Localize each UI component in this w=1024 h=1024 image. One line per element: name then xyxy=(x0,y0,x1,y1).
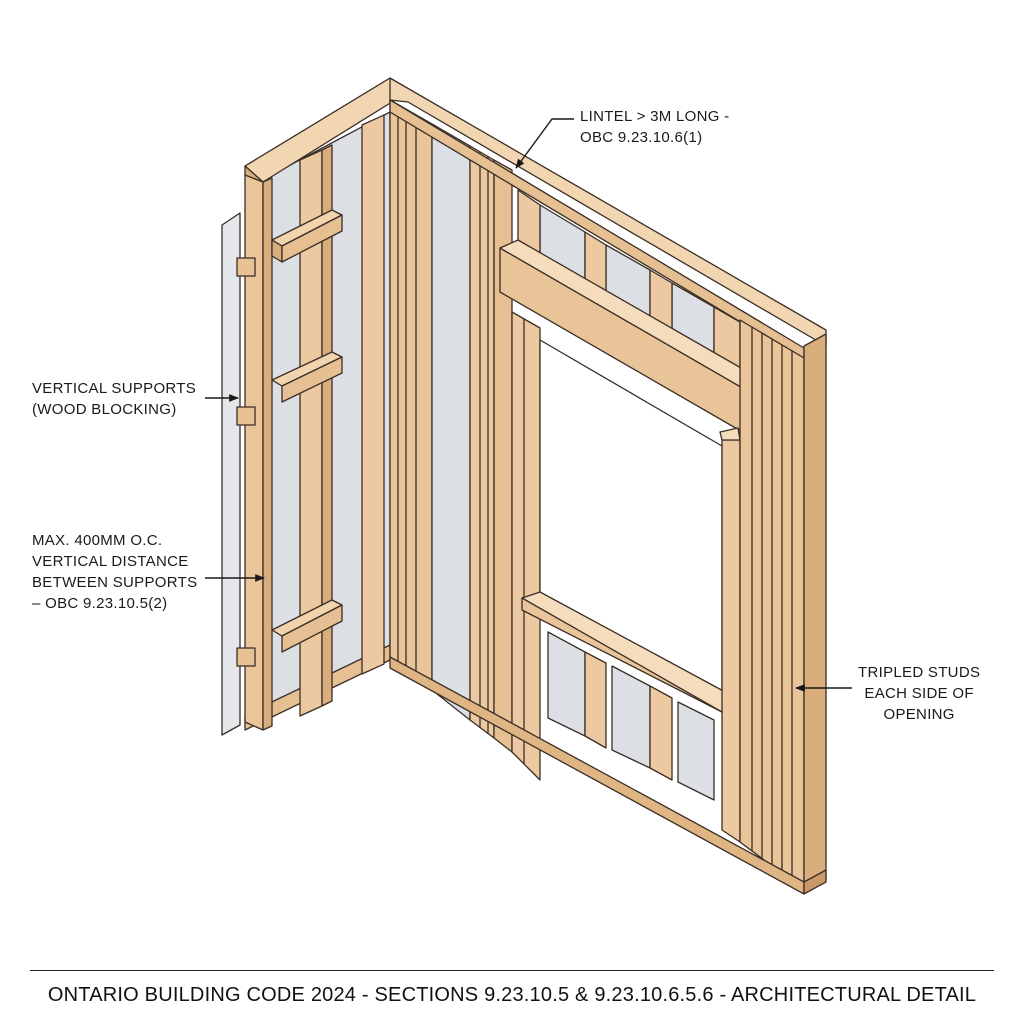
right-jack-stud xyxy=(721,439,741,843)
main-bottom-plate-end xyxy=(803,869,827,895)
left-jack-stud xyxy=(511,311,541,781)
right-jack-top xyxy=(719,427,741,441)
lintel-callout-line-1: LINTEL > 3M LONG - xyxy=(580,108,730,125)
main-top-plate xyxy=(389,77,827,347)
wood-blocking-lower-front xyxy=(281,604,343,653)
vertical-supports-line-2: (WOOD BLOCKING) xyxy=(32,401,177,418)
lower-bay-1 xyxy=(547,631,586,737)
end-post-face xyxy=(803,333,827,891)
wood-blocking-upper-front xyxy=(281,214,343,263)
left-inner-stud xyxy=(361,114,385,675)
sheathing-panel xyxy=(221,212,241,736)
lintel-callout: LINTEL > 3M LONG - OBC 9.23.10.6(1) xyxy=(580,106,729,148)
max-spacing-callout: MAX. 400MM O.C. VERTICAL DISTANCE BETWEE… xyxy=(32,530,197,614)
corner-post xyxy=(389,99,433,691)
block-stub-2 xyxy=(236,406,256,426)
wood-blocking-middle-front xyxy=(281,356,343,403)
lower-cripple-2 xyxy=(649,685,673,781)
lower-bay-2 xyxy=(611,665,651,769)
tripled-studs-line-1: TRIPLED STUDS xyxy=(858,664,981,681)
max-spacing-line-1: MAX. 400MM O.C. xyxy=(32,532,163,549)
tripled-studs-line-2: EACH SIDE OF xyxy=(864,685,974,702)
lower-bay-3 xyxy=(677,701,715,801)
footer-divider xyxy=(30,970,994,971)
block-stub-3 xyxy=(236,647,256,667)
left-middle-stud-side xyxy=(321,144,333,707)
lintel-leader xyxy=(515,118,574,169)
main-wall xyxy=(389,77,827,895)
max-spacing-line-3: BETWEEN SUPPORTS xyxy=(32,574,198,591)
lower-cripple-1 xyxy=(584,651,607,749)
left-end-stud-side xyxy=(262,177,273,731)
lintel-callout-line-2: OBC 9.23.10.6(1) xyxy=(580,129,703,146)
left-return-wall xyxy=(221,77,409,736)
tripled-studs-line-3: OPENING xyxy=(883,706,955,723)
vertical-supports-line-1: VERTICAL SUPPORTS xyxy=(32,380,197,397)
block-stub-1 xyxy=(236,257,256,277)
max-spacing-line-2: VERTICAL DISTANCE xyxy=(32,553,189,570)
tripled-studs-callout: TRIPLED STUDS EACH SIDE OF OPENING xyxy=(858,662,980,725)
max-spacing-line-4: – OBC 9.23.10.5(2) xyxy=(32,595,168,612)
footer-title: ONTARIO BUILDING CODE 2024 - SECTIONS 9.… xyxy=(47,984,977,1006)
vertical-supports-callout: VERTICAL SUPPORTS (WOOD BLOCKING) xyxy=(32,378,196,420)
main-stud-2 xyxy=(469,145,495,739)
main-bay-1 xyxy=(431,123,471,721)
